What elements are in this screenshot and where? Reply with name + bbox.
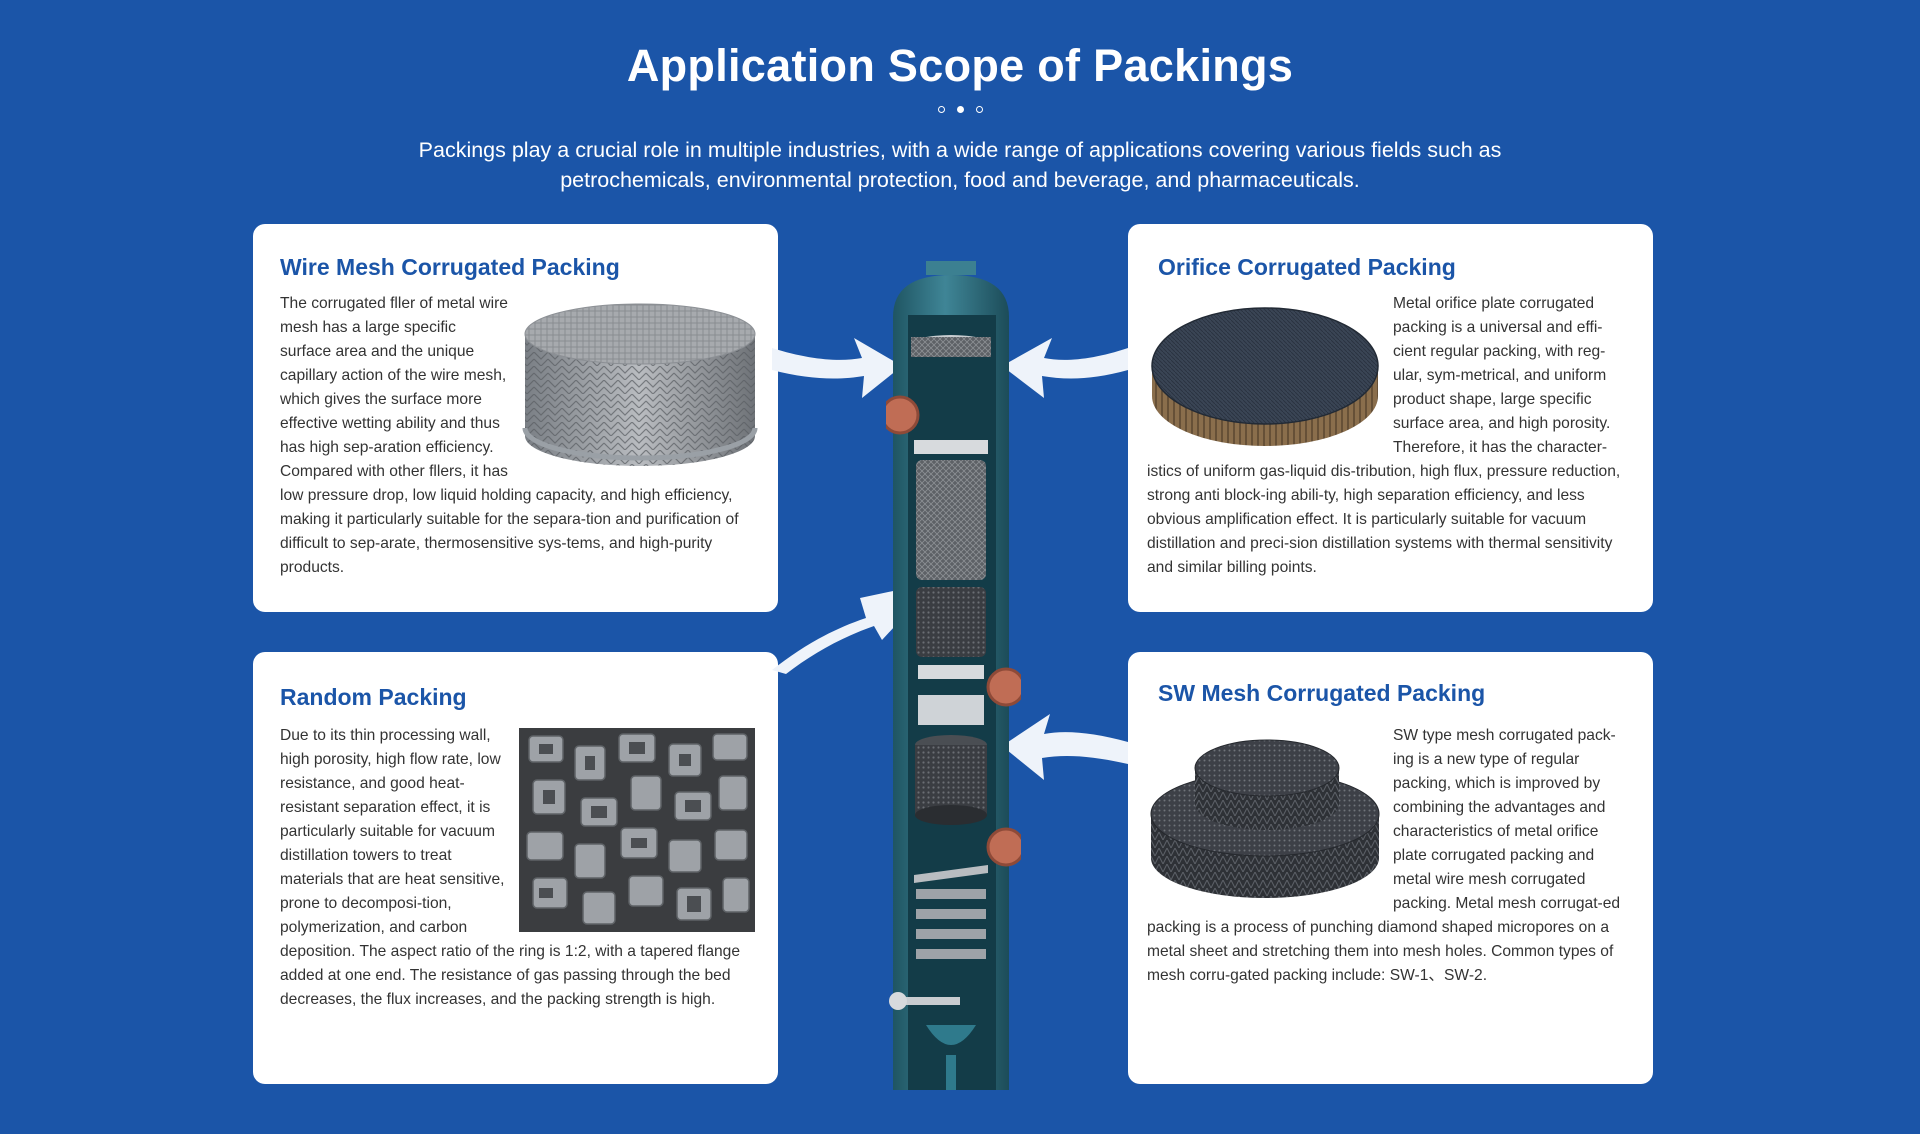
card-text: SW type mesh corrugated pack-ing is a ne… <box>1147 727 1621 984</box>
card-title: SW Mesh Corrugated Packing <box>1158 680 1486 706</box>
pager-dot-active[interactable] <box>956 106 964 113</box>
page-subtitle: Packings play a crucial role in multiple… <box>418 138 1502 192</box>
wire-mesh-packing-image <box>522 303 758 466</box>
card-orifice: Orifice Corrugated Packing Metal orifice… <box>1128 224 1653 612</box>
pager-dots <box>0 106 1920 113</box>
card-title: Wire Mesh Corrugated Packing <box>280 254 620 280</box>
sw-mesh-packing-image <box>1150 739 1380 898</box>
card-random: Random Packing <box>253 652 778 1084</box>
card-title: Orifice Corrugated Packing <box>1158 254 1456 280</box>
curved-arrow-icon <box>1002 338 1128 398</box>
card-body: Due to its thin processing wall, high po… <box>280 724 755 1012</box>
card-sw-mesh: SW Mesh Corrugated Packing SW type mesh … <box>1128 652 1653 1084</box>
page-title: Application Scope of Packings <box>626 40 1294 91</box>
card-body: SW type mesh corrugated pack-ing is a ne… <box>1147 724 1627 988</box>
card-title: Random Packing <box>280 684 467 710</box>
card-body: Metal orifice plate corrugated packing i… <box>1147 292 1627 580</box>
random-packing-image <box>519 728 755 932</box>
pager-dot[interactable] <box>975 106 983 113</box>
distillation-column-illustration <box>886 261 1021 1090</box>
pager-dot[interactable] <box>937 106 945 113</box>
orifice-packing-image <box>1151 307 1379 446</box>
card-text: Metal orifice plate corrugated packing i… <box>1147 295 1621 576</box>
card-wire-mesh: Wire Mesh Corrugated Packing <box>253 224 778 612</box>
curved-arrow-icon <box>1002 714 1128 780</box>
card-text: Due to its thin processing wall, high po… <box>280 727 741 1008</box>
card-body: The corrugated fller of metal wire mesh … <box>280 292 760 580</box>
card-text: The corrugated fller of metal wire mesh … <box>280 295 739 576</box>
curved-arrow-icon <box>772 338 902 398</box>
